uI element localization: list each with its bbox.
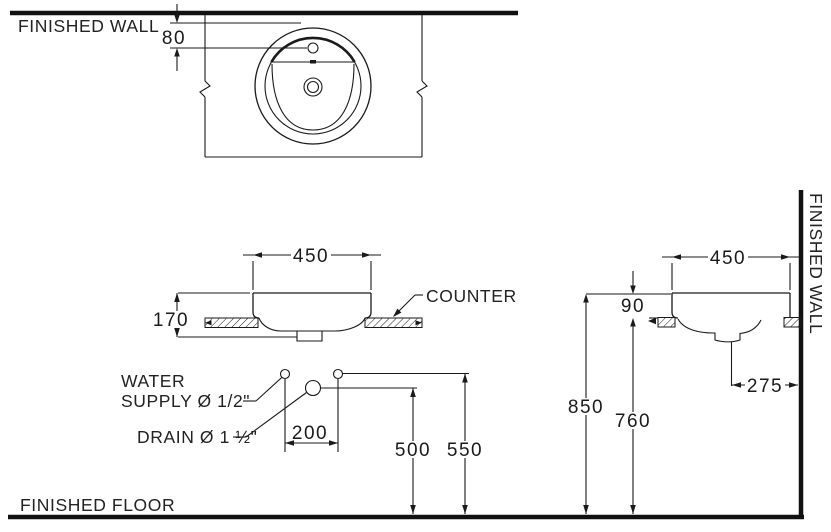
dim-550-value: 550 (447, 440, 483, 461)
finished-wall-right: FINISHED WALL (798, 190, 826, 519)
dim-rim-above-counter: 90 (621, 271, 645, 327)
dim-faucet-to-wall: 80 (162, 4, 307, 71)
counter-label: COUNTER (426, 286, 517, 306)
side-view: 450 90 760 (567, 248, 802, 514)
finished-wall-top: FINISHED WALL (10, 10, 518, 36)
deck-front-arc (270, 36, 356, 63)
dim-450-side-value: 450 (710, 248, 746, 269)
finished-wall-top-label: FINISHED WALL (18, 16, 159, 36)
dim-90-value: 90 (621, 296, 645, 317)
basin-plan (254, 27, 372, 145)
dim-760-value: 760 (615, 411, 651, 432)
basin-front-elevation (252, 292, 372, 342)
finished-floor: FINISHED FLOOR (8, 495, 804, 520)
water-supply-point-right (332, 368, 344, 380)
dim-counter-height: 760 (614, 326, 652, 514)
finished-wall-right-label: FINISHED WALL (806, 193, 826, 334)
dim-275-value: 275 (747, 376, 783, 397)
dim-supply-height: 550 (342, 372, 483, 514)
dim-80-value: 80 (162, 28, 186, 49)
dim-200-value: 200 (292, 423, 328, 444)
dim-basin-width-front: 450 (243, 246, 381, 290)
counter-side-section (648, 317, 802, 328)
water-supply-callout: WATER SUPPLY Ø 1/2" (121, 371, 282, 411)
plumbing-rough-in: 200 500 550 WATER SUPPLY Ø 1/2" (121, 368, 483, 514)
dim-drain-to-wall: 275 (732, 376, 798, 397)
dim-basin-width-side: 450 (662, 248, 800, 290)
water-supply-point-left (279, 368, 291, 380)
counter-outline-top-view (199, 15, 428, 158)
dim-850-value: 850 (568, 397, 604, 418)
dim-supply-spacing: 200 (284, 379, 339, 452)
faucet-hole (307, 42, 319, 54)
dim-rim-height: 850 (567, 293, 671, 514)
water-supply-label-line1: WATER (121, 371, 185, 391)
counter-front-section (204, 317, 423, 328)
finished-floor-label: FINISHED FLOOR (20, 495, 175, 515)
drain-point (304, 379, 322, 397)
dim-basin-height: 170 (150, 292, 297, 338)
dim-450-front-value: 450 (293, 246, 329, 267)
water-supply-label-line2: SUPPLY Ø 1/2" (121, 391, 250, 411)
front-view: 450 170 (150, 246, 517, 342)
dim-drain-height: 500 (320, 387, 431, 514)
drain-label: DRAIN Ø 1 ½" (137, 427, 257, 447)
counter-callout: COUNTER (393, 286, 517, 317)
drain-plan-inner (306, 80, 320, 94)
dim-170-value: 170 (153, 310, 189, 331)
dim-500-value: 500 (395, 440, 431, 461)
bowl-plan (271, 63, 355, 131)
drain-stub (296, 331, 323, 342)
top-view: 80 (162, 4, 428, 158)
drain-callout: DRAIN Ø 1 ½" (137, 392, 307, 447)
drain-plan-outer (303, 77, 323, 97)
basin-side-elevation (671, 292, 791, 386)
overflow-tick (310, 60, 316, 64)
